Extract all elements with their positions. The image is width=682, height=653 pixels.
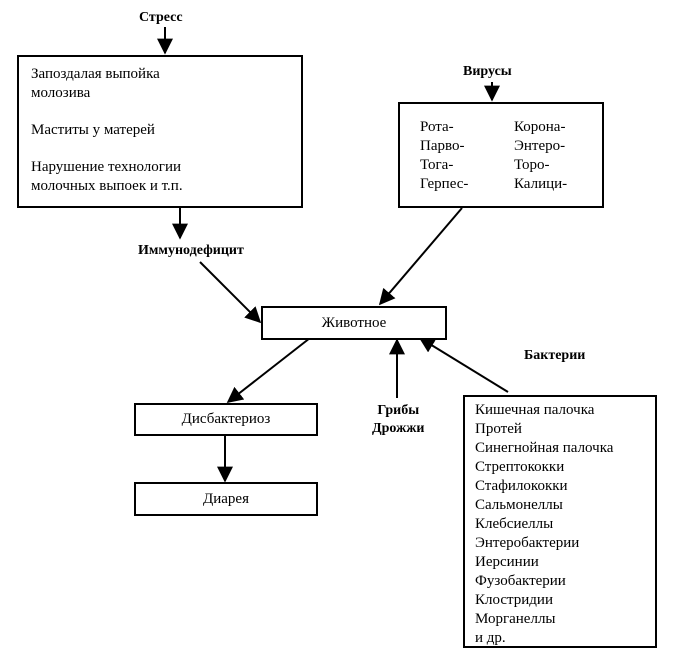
virus-item: Торо- (514, 157, 550, 173)
virus-item: Калици- (514, 176, 568, 192)
bacteria-item: Синегнойная палочка (475, 440, 614, 456)
diarrhea-box: Диарея (134, 482, 318, 516)
bacteria-item: и др. (475, 630, 506, 646)
stress-line-1: Запоздалая выпойка (31, 66, 160, 82)
stress-box: Запоздалая выпойка молозива Маститы у ма… (17, 55, 303, 208)
bacteria-label: Бактерии (524, 348, 586, 363)
bacteria-item: Сальмонеллы (475, 497, 563, 513)
bacteria-item: Клостридии (475, 592, 553, 608)
viruses-label: Вирусы (463, 64, 512, 79)
arrow-viruses-to-animal (378, 207, 463, 306)
animal-label: Животное (321, 315, 387, 331)
arrow-animal-to-dysbacteriosis (226, 337, 311, 403)
virus-item: Герпес- (420, 176, 469, 192)
bacteria-item: Стрептококки (475, 459, 565, 475)
bacteria-item: Протей (475, 421, 522, 437)
fungi-label: Грибы Дрожжи (372, 402, 424, 438)
virus-item: Тога- (420, 157, 454, 173)
stress-line-3: Маститы у матерей (31, 122, 155, 138)
virus-item: Рота- (420, 119, 454, 135)
virus-item: Корона- (514, 119, 566, 135)
stress-line-5: молочных выпоек и т.п. (31, 178, 183, 194)
stress-label: Стресс (139, 10, 183, 25)
diarrhea-label: Диарея (203, 491, 249, 507)
dysbacteriosis-box: Дисбактериоз (134, 403, 318, 436)
immunodeficiency-label: Иммунодефицит (138, 243, 244, 258)
virus-item: Энтеро- (514, 138, 566, 154)
bacteria-item: Энтеробактерии (475, 535, 580, 551)
bacteria-item: Кишечная палочка (475, 402, 595, 418)
fungi-line-2: Дрожжи (372, 421, 425, 436)
stress-line-4: Нарушение технологии (31, 159, 181, 175)
arrow-immunodeficiency-to-animal (199, 261, 262, 324)
stress-line-2: молозива (31, 85, 91, 101)
bacteria-item: Клебсиеллы (475, 516, 554, 532)
dysbacteriosis-label: Дисбактериоз (181, 411, 271, 427)
bacteria-item: Морганеллы (475, 611, 556, 627)
bacteria-item: Стафилококки (475, 478, 568, 494)
viruses-column-1: Рота- Парво- Тога- Герпес- (420, 118, 468, 194)
bacteria-item: Фузобактерии (475, 573, 566, 589)
animal-box: Животное (261, 306, 447, 340)
stress-factors: Запоздалая выпойка молозива Маститы у ма… (31, 65, 183, 196)
virus-item: Парво- (420, 138, 465, 154)
fungi-line-1: Грибы (377, 403, 420, 418)
bacteria-item: Иерсинии (475, 554, 539, 570)
arrow-bacteria-to-animal (418, 337, 509, 393)
viruses-box: Рота- Парво- Тога- Герпес- Корона- Энтер… (398, 102, 604, 208)
viruses-column-2: Корона- Энтеро- Торо- Калици- (514, 118, 567, 194)
